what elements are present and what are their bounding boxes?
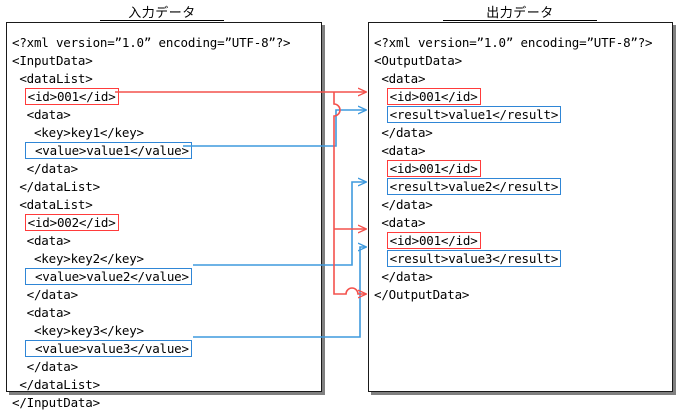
input-line-19: </dataList> xyxy=(12,377,100,392)
output-line-0: <?xml version=”1.0” encoding=”UTF-8”?> xyxy=(374,35,653,50)
output-line-11: <id>001</id> xyxy=(374,232,652,250)
input-line-3: <id>001</id> xyxy=(12,88,290,106)
output-title-underline xyxy=(443,20,597,21)
input-line-4: <data> xyxy=(12,107,71,122)
wire-value1-to-result1 xyxy=(183,110,366,147)
input-line-16: <key>key3</key> xyxy=(12,323,144,338)
output-line-1: <OutputData> xyxy=(374,53,462,68)
input-panel-title: 入力データ xyxy=(128,6,196,21)
input-line-15: <data> xyxy=(12,305,71,320)
input-xml-code: <?xml version=”1.0” encoding=”UTF-8”?> <I… xyxy=(12,34,291,412)
output-highlight-red: <id>001</id> xyxy=(386,232,481,249)
output-xml-code: <?xml version=”1.0” encoding=”UTF-8”?> <O… xyxy=(374,34,653,304)
output-highlight-red: <id>001</id> xyxy=(386,160,481,177)
output-line-10: <data> xyxy=(374,215,426,230)
output-panel-title: 出力データ xyxy=(486,6,554,21)
output-highlight-blue: <result>value2</result> xyxy=(386,178,562,195)
input-line-5: <key>key1</key> xyxy=(12,125,144,140)
input-highlight-red: <id>001</id> xyxy=(24,88,119,105)
wire-id001-trunk xyxy=(333,92,341,229)
output-line-9: </data> xyxy=(374,197,433,212)
input-line-17: <value>value3</value> xyxy=(12,340,290,358)
output-line-12: <result>value3</result> xyxy=(374,250,652,268)
input-line-11: <data> xyxy=(12,233,71,248)
output-line-6: <data> xyxy=(374,143,426,158)
input-line-1: <InputData> xyxy=(12,53,93,68)
input-highlight-blue: <value>value2</value> xyxy=(24,268,192,285)
output-line-2: <data> xyxy=(374,71,426,86)
input-line-14: </data> xyxy=(12,287,78,302)
output-line-3: <id>001</id> xyxy=(374,88,652,106)
input-line-8: </dataList> xyxy=(12,179,100,194)
wire-value3-to-result3 xyxy=(193,247,366,338)
output-line-14: </OutputData> xyxy=(374,287,470,302)
input-line-6: <value>value1</value> xyxy=(12,142,290,160)
input-line-9: <dataList> xyxy=(12,197,93,212)
output-line-7: <id>001</id> xyxy=(374,160,652,178)
wire-value2-to-result2 xyxy=(193,182,366,266)
input-panel xyxy=(6,22,322,392)
input-line-0: <?xml version=”1.0” encoding=”UTF-8”?> xyxy=(12,35,291,50)
output-line-4: <result>value1</result> xyxy=(374,106,652,124)
output-highlight-blue: <result>value3</result> xyxy=(386,250,562,267)
output-line-13: </data> xyxy=(374,269,433,284)
input-line-12: <key>key2</key> xyxy=(12,251,144,266)
output-highlight-red: <id>001</id> xyxy=(386,88,481,105)
output-highlight-blue: <result>value1</result> xyxy=(386,106,562,123)
wire-id001-to-output-id-3 xyxy=(333,229,366,294)
input-highlight-blue: <value>value1</value> xyxy=(24,142,192,159)
input-line-10: <id>002</id> xyxy=(12,214,290,232)
input-highlight-blue: <value>value3</value> xyxy=(24,340,192,357)
input-highlight-red: <id>002</id> xyxy=(24,214,119,231)
output-panel xyxy=(368,22,673,392)
input-line-7: </data> xyxy=(12,161,78,176)
output-line-8: <result>value2</result> xyxy=(374,178,652,196)
output-line-5: </data> xyxy=(374,125,433,140)
input-line-13: <value>value2</value> xyxy=(12,268,290,286)
input-title-underline xyxy=(100,20,224,21)
input-line-18: </data> xyxy=(12,359,78,374)
input-line-20: </InputData> xyxy=(12,395,100,410)
input-line-2: <dataList> xyxy=(12,71,93,86)
